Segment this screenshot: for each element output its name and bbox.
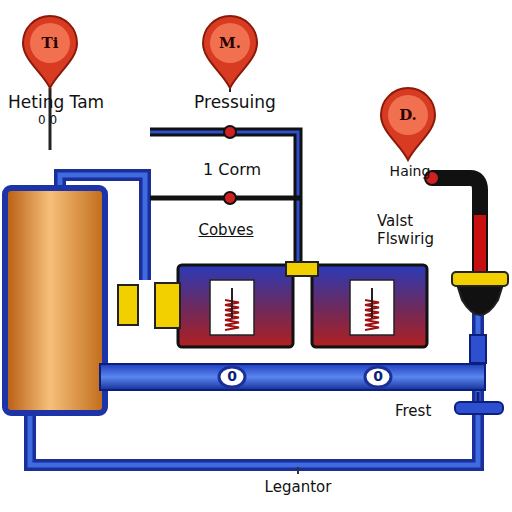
- component-label: Valst Flswirig: [375, 212, 459, 248]
- gauge-label: 0 0: [38, 113, 57, 127]
- spring-coil: [225, 320, 239, 325]
- pipe-label: 1 Corm: [201, 160, 263, 179]
- pin-text: D.: [378, 86, 438, 144]
- map-pin-marker: M.: [200, 14, 260, 90]
- heading-label: Heting Tam: [8, 92, 104, 112]
- pin-text: Ti: [20, 14, 80, 72]
- pipe-label: Cobves: [196, 221, 255, 239]
- spring-coil: [225, 325, 239, 330]
- spring-coil: [365, 325, 379, 330]
- map-pin-marker: Ti: [20, 14, 80, 90]
- valve-label: Frest: [393, 402, 433, 420]
- heading-label: Pressuing: [194, 92, 276, 112]
- map-pin-marker: D.: [378, 86, 438, 162]
- component-label: Haing: [390, 163, 431, 179]
- footer-label: Legantor: [265, 478, 332, 496]
- gauge-number: 0: [227, 368, 237, 384]
- spring-coil: [365, 320, 379, 325]
- pin-text: M.: [200, 14, 260, 72]
- gauge-number: 0: [373, 368, 383, 384]
